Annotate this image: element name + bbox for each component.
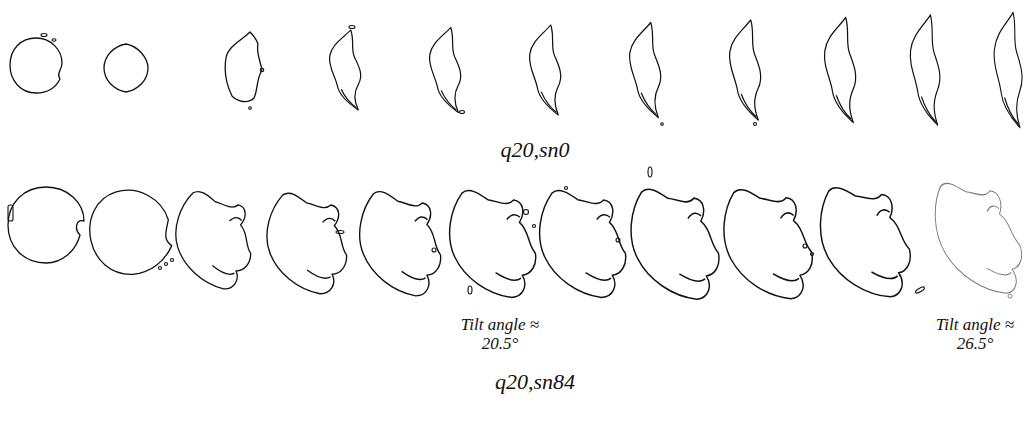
film-line (341, 89, 356, 107)
droplet (41, 34, 47, 37)
film-line (296, 217, 349, 283)
bubble-contour (917, 164, 1032, 310)
bubble-contour (429, 27, 460, 112)
droplet (468, 286, 472, 294)
bottom-row-contours (8, 164, 1032, 315)
film-line (479, 213, 540, 286)
bubble-contour (525, 175, 641, 312)
film-line (204, 216, 253, 277)
bubble-contour (910, 15, 940, 125)
film-line (963, 204, 1028, 282)
droplet (811, 253, 814, 256)
droplet (616, 238, 620, 242)
droplet (1008, 294, 1012, 298)
film-line (569, 213, 630, 286)
bubble-contour (629, 22, 660, 117)
droplet (648, 167, 652, 177)
film-line (836, 95, 851, 119)
series-caption: q20,sn0 (500, 138, 569, 162)
droplet (159, 267, 162, 270)
bubble-contour (104, 44, 148, 92)
film-line (641, 93, 656, 115)
droplet (52, 39, 56, 41)
droplet (171, 259, 174, 262)
bubble-contour (729, 20, 760, 120)
bubble-contour (82, 182, 178, 281)
film-line (753, 211, 817, 288)
droplet (565, 187, 568, 190)
droplet (8, 205, 13, 221)
film-line (541, 92, 556, 113)
droplet (915, 286, 925, 294)
droplet (336, 231, 344, 234)
film-line (1005, 98, 1019, 124)
series-caption: q20,sn84 (495, 370, 575, 394)
film-line (741, 94, 756, 117)
droplet (754, 123, 757, 126)
bubble-contour (529, 25, 560, 115)
film-line (441, 90, 456, 110)
droplet (524, 210, 529, 215)
bubble-contour (8, 187, 84, 263)
bubble-contour (225, 32, 262, 102)
droplet (533, 225, 536, 228)
droplet (432, 248, 436, 252)
bubble-contour (435, 175, 551, 312)
droplet (460, 111, 465, 114)
bubble-contour (10, 38, 62, 93)
top-row-contours (10, 13, 1022, 128)
film-line (921, 96, 935, 121)
bubble-contour (256, 182, 358, 305)
bubble-contour (347, 179, 453, 308)
film-line (850, 208, 916, 286)
bubble-contour (329, 30, 360, 110)
droplet (165, 263, 168, 266)
droplet (260, 68, 264, 72)
bubble-contour (707, 172, 829, 315)
tilt-annotation: Tilt angle ≈ 20.5° (460, 316, 540, 353)
droplet (803, 244, 807, 248)
film-line (660, 211, 723, 287)
bubble-contour (615, 172, 735, 315)
bubble-contour (824, 18, 855, 123)
bubble-contour (802, 168, 927, 314)
droplet (661, 123, 664, 126)
bubble-contour (994, 13, 1022, 128)
bubble-contour (167, 183, 260, 297)
droplet (249, 107, 252, 110)
droplet (349, 26, 355, 29)
tilt-annotation: Tilt angle ≈ 26.5° (935, 316, 1015, 353)
film-line (388, 215, 444, 284)
